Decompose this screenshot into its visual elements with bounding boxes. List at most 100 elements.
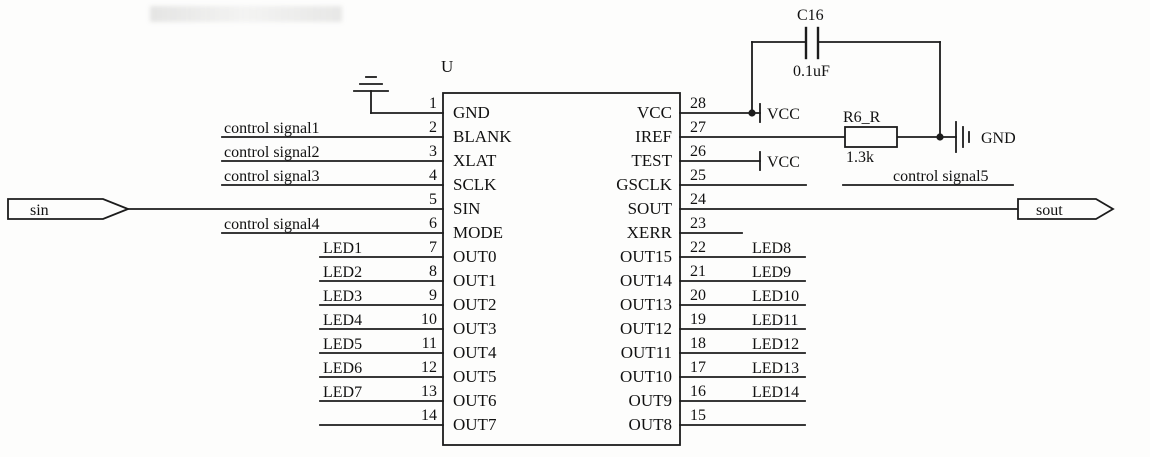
pin-number: 18	[690, 335, 706, 352]
pin-number: 9	[429, 287, 437, 304]
sout-port: sout	[1017, 198, 1115, 220]
net-label: LED2	[323, 264, 362, 281]
pin-name: OUT0	[453, 247, 496, 266]
net-label: control signal2	[224, 144, 320, 161]
ground-symbol-pin1	[353, 76, 389, 114]
pin-number: 16	[690, 383, 706, 400]
pin-name: MODE	[453, 223, 503, 242]
pin-number: 3	[429, 143, 437, 160]
resistor-body	[844, 126, 898, 148]
pin-number: 12	[421, 359, 437, 376]
left-pin-wires	[127, 112, 444, 426]
pin-number: 14	[421, 407, 437, 424]
sout-port-shape	[1017, 198, 1115, 220]
capacitor-value: 0.1uF	[793, 63, 830, 80]
ic-body: U	[441, 57, 681, 446]
pin-name: GND	[453, 103, 490, 122]
pin-number: 7	[429, 239, 437, 256]
vcc-symbol-pin26: VCC	[759, 151, 800, 171]
pin-name: XLAT	[453, 151, 497, 170]
pin-name: BLANK	[453, 127, 512, 146]
pin-name: OUT3	[453, 319, 496, 338]
pin-number: 13	[421, 383, 437, 400]
capacitor-ref: C16	[797, 7, 824, 24]
junction-dot-vcc	[748, 109, 756, 117]
pin-number: 24	[690, 191, 706, 208]
right-pin-numbers: 28 27 26 25 24 23 22 21 20 19 18 17 16 1…	[690, 95, 706, 424]
pin-number: 23	[690, 215, 706, 232]
pin-number: 26	[690, 143, 706, 160]
net-label: control signal3	[224, 168, 320, 185]
pin-number: 25	[690, 167, 706, 184]
pin-name: OUT6	[453, 391, 496, 410]
pin-name: OUT9	[629, 391, 672, 410]
capacitor-c16: C16 0.1uF	[751, 7, 941, 138]
pin-number: 1	[429, 95, 437, 112]
pin-number: 19	[690, 311, 706, 328]
pin-name: SOUT	[628, 199, 673, 218]
left-pin-names: GND BLANK XLAT SCLK SIN MODE OUT0 OUT1 O…	[453, 103, 512, 434]
vcc-label: VCC	[767, 106, 800, 123]
vcc-label: VCC	[767, 154, 800, 171]
pin-name: OUT11	[621, 343, 672, 362]
net-label-control-signal5: control signal5	[893, 168, 989, 185]
pin-name: OUT10	[620, 367, 672, 386]
scan-artifact	[150, 6, 342, 22]
sin-port-label: sin	[30, 202, 49, 219]
pin-number: 4	[429, 167, 437, 184]
pin-number: 21	[690, 263, 706, 280]
pin-number: 8	[429, 263, 437, 280]
pin-name: OUT8	[629, 415, 672, 434]
pin-name: OUT13	[620, 295, 672, 314]
pin-name: OUT2	[453, 295, 496, 314]
sin-port: sin	[7, 198, 131, 220]
net-label: LED8	[752, 240, 791, 257]
pin-number: 10	[421, 311, 437, 328]
left-net-labels: control signal1 control signal2 control …	[224, 120, 362, 401]
pin-number: 22	[690, 239, 706, 256]
net-label: LED14	[752, 384, 799, 401]
pin-name: GSCLK	[616, 175, 672, 194]
vcc-symbol-pin28: VCC	[759, 103, 800, 123]
net-label: control signal4	[224, 216, 320, 233]
right-pin-wires	[679, 112, 1019, 426]
pin-name: XERR	[627, 223, 673, 242]
pin-number: 5	[429, 191, 437, 208]
pin-name: VCC	[637, 103, 672, 122]
ic-designator: U	[441, 57, 453, 76]
net-label: LED10	[752, 288, 799, 305]
pin-number: 20	[690, 287, 706, 304]
pin-name: IREF	[635, 127, 672, 146]
pin-number: 17	[690, 359, 706, 376]
net-label: LED13	[752, 360, 799, 377]
resistor-ref: R6_R	[843, 109, 881, 126]
net-label: LED6	[323, 360, 362, 377]
ground-symbol-right: GND	[939, 121, 1016, 153]
net-label: LED4	[323, 312, 362, 329]
pin-number: 11	[422, 335, 437, 352]
pin-name: OUT15	[620, 247, 672, 266]
pin-number: 15	[690, 407, 706, 424]
net-label: LED3	[323, 288, 362, 305]
net-label: control signal1	[224, 120, 320, 137]
pin-name: SIN	[453, 199, 480, 218]
pin-number: 2	[429, 119, 437, 136]
resistor-r6: R6_R 1.3k	[843, 109, 898, 166]
ic-outline	[442, 92, 681, 446]
net-label: LED11	[752, 312, 799, 329]
net-label: LED9	[752, 264, 791, 281]
net-label: LED1	[323, 240, 362, 257]
right-net-labels: LED8 LED9 LED10 LED11 LED12 LED13 LED14	[752, 240, 799, 401]
pin-number: 28	[690, 95, 706, 112]
left-pin-numbers: 1 2 3 4 5 6 7 8 9 10 11 12 13 14	[421, 95, 437, 424]
pin-name: OUT1	[453, 271, 496, 290]
pin-name: TEST	[631, 151, 672, 170]
pin-name: OUT5	[453, 367, 496, 386]
pin-number: 6	[429, 215, 437, 232]
pin-name: OUT14	[620, 271, 672, 290]
pin-name: OUT12	[620, 319, 672, 338]
resistor-value: 1.3k	[846, 149, 874, 166]
right-pin-names: VCC IREF TEST GSCLK SOUT XERR OUT15 OUT1…	[616, 103, 672, 434]
